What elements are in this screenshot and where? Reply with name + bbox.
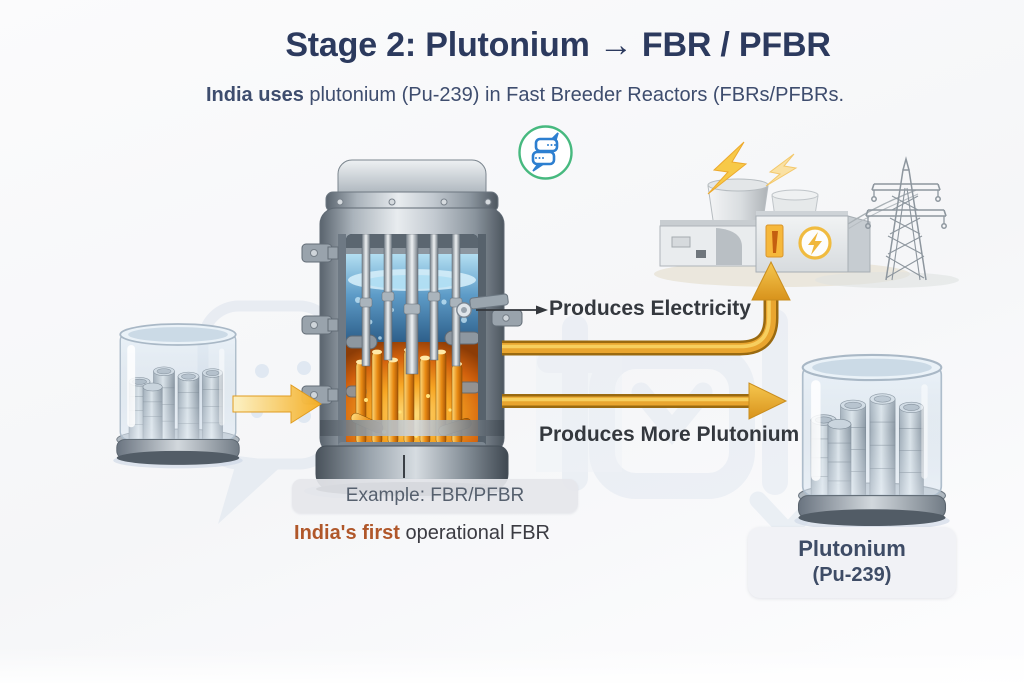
reactor-caption: India's first operational FBR (222, 522, 622, 545)
electricity-callout-arrow (456, 293, 548, 318)
reactor-example-label: Example: FBR/PFBR (292, 479, 578, 513)
plutonium-card-line2: (Pu-239) (812, 564, 892, 586)
plutonium-card-line1: Plutonium (798, 536, 906, 561)
fuel-pellet-container-illustration (113, 323, 243, 469)
produces-more-plutonium-label: Produces More Plutonium (539, 423, 800, 446)
produces-electricity-label: Produces Electricity (549, 297, 751, 320)
power-plant-illustration (654, 141, 959, 288)
page-subtitle: India uses plutonium (Pu-239) in Fast Br… (0, 84, 1024, 107)
plutonium-pellet-container-illustration (794, 353, 950, 531)
caption-rest: operational FBR (399, 522, 550, 544)
subtitle-lead: India uses (206, 84, 304, 106)
lightning-bolt-icon (798, 226, 832, 260)
lightning-flash-icons (707, 141, 798, 195)
fbr-reactor-cutaway-illustration (301, 159, 523, 498)
chat-logo-icon (518, 125, 573, 180)
plutonium-card: Plutonium (Pu-239) (748, 527, 956, 598)
caption-highlight: India's first (294, 522, 400, 544)
electricity-pipe-arrow (502, 260, 791, 356)
page-title: Stage 2: Plutonium → FBR / PFBR (285, 26, 831, 64)
input-arrow (232, 384, 322, 424)
plant-annex (659, 220, 757, 267)
plutonium-pipe-arrow (502, 382, 788, 420)
subtitle-rest: plutonium (Pu-239) in Fast Breeder React… (303, 84, 844, 106)
transmission-tower-illustration (865, 156, 947, 281)
